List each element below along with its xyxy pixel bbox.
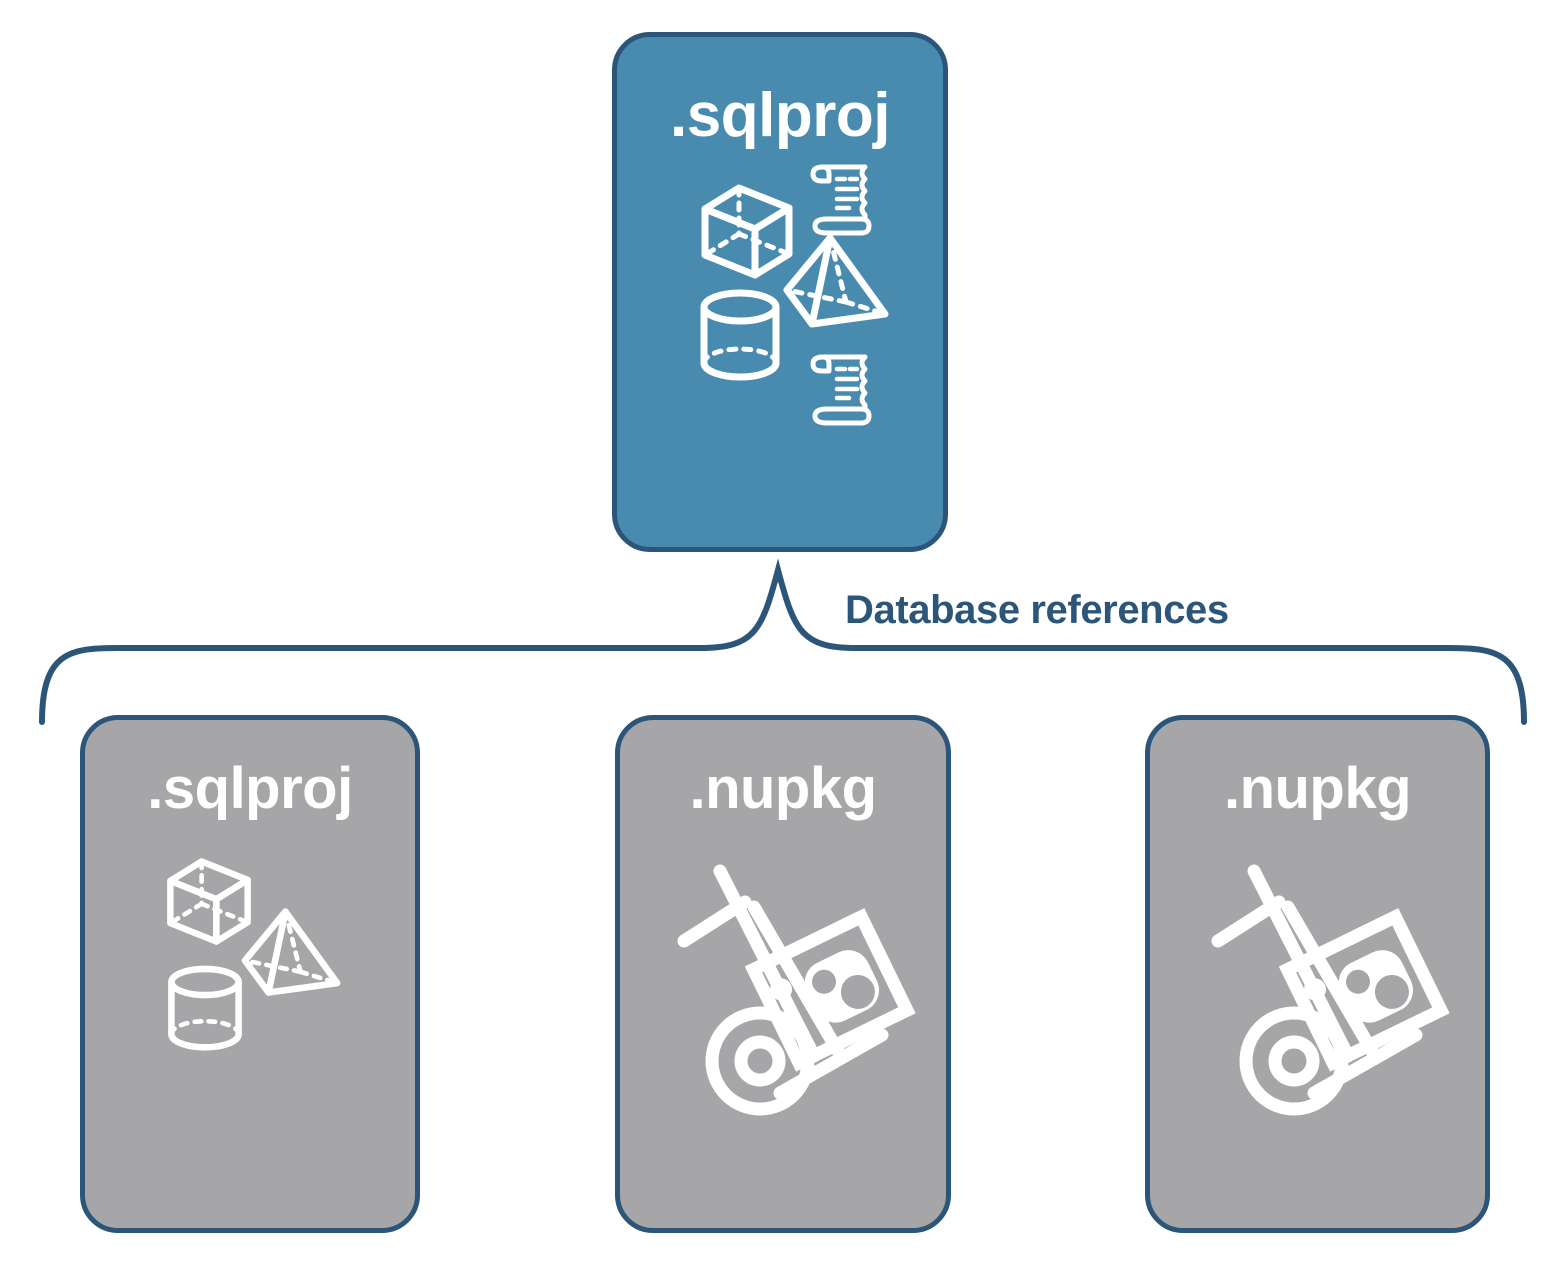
pyramid-icon (783, 234, 889, 328)
scroll-icon (810, 164, 872, 236)
pyramid-icon (241, 908, 341, 996)
node-root-label: .sqlproj (670, 81, 890, 150)
node-child-2-icon-group (1150, 818, 1485, 1228)
cube-icon (167, 858, 251, 945)
cube-icon (701, 184, 793, 279)
node-root-icon-group (617, 147, 943, 547)
node-root-sqlproj[interactable]: .sqlproj (612, 32, 948, 552)
hand-truck-package-icon (677, 864, 916, 1116)
node-child-0-label: .sqlproj (147, 756, 353, 821)
node-child-1-icon-group (620, 818, 946, 1228)
node-child-2-label: .nupkg (1223, 756, 1412, 821)
node-child-0-icon-group (85, 818, 415, 1228)
node-child-nupkg-2[interactable]: .nupkg (1145, 715, 1490, 1233)
cylinder-icon (168, 965, 242, 1051)
node-child-sqlproj[interactable]: .sqlproj (80, 715, 420, 1233)
hand-truck-package-icon (1211, 864, 1450, 1116)
connector-label: Database references (845, 588, 1229, 632)
node-child-1-label: .nupkg (689, 756, 877, 821)
cylinder-icon (700, 289, 780, 381)
scroll-icon (810, 354, 872, 426)
node-child-nupkg-1[interactable]: .nupkg (615, 715, 951, 1233)
